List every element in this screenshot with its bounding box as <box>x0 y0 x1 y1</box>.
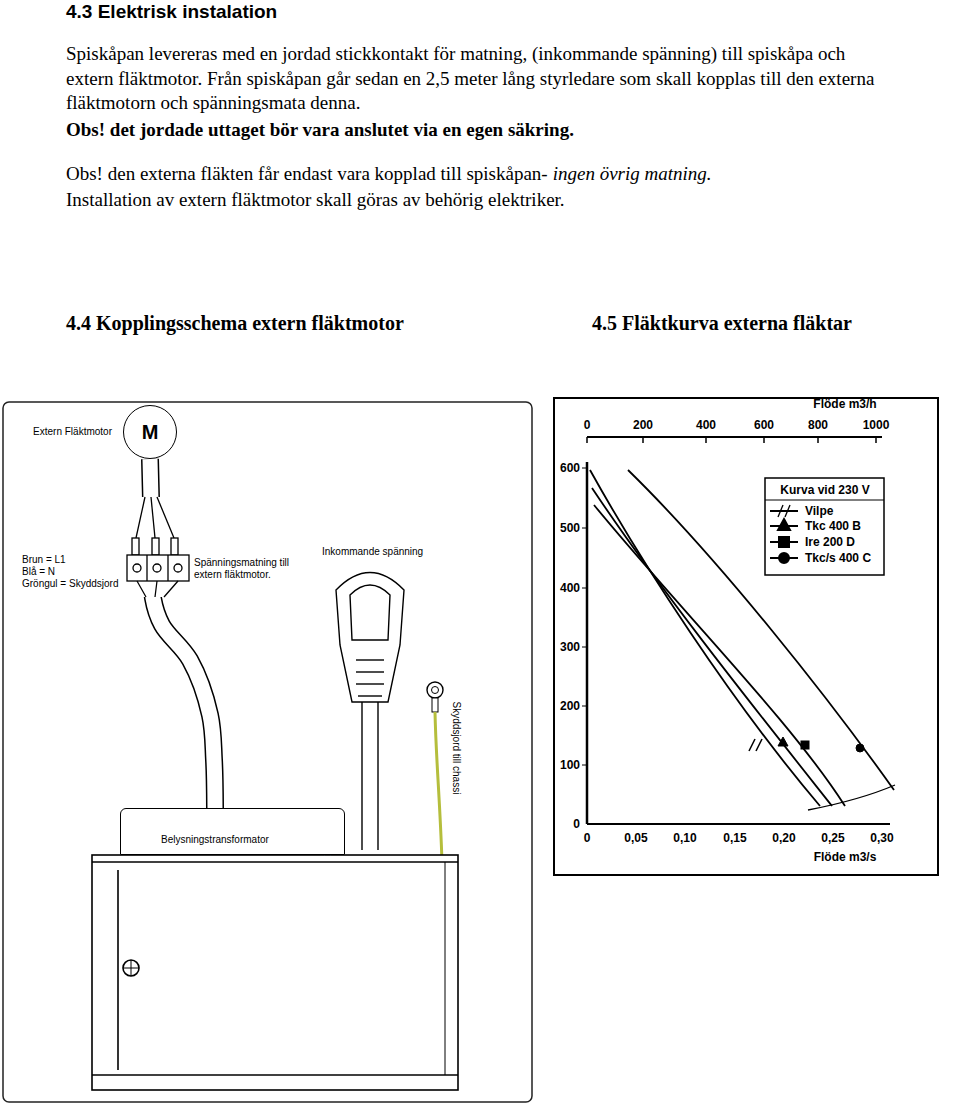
axis-label: 300 <box>560 640 580 654</box>
diagram-label: Brun = L1 <box>22 554 66 566</box>
axis-label: 400 <box>696 418 716 432</box>
panel-frame <box>3 402 532 1102</box>
transformer-box: Belysningstransformator <box>120 808 345 855</box>
axis-label: 1000 <box>863 418 890 432</box>
fan-curves <box>590 470 895 810</box>
body-text: ingen övrig matning. <box>553 162 712 187</box>
body-text: Obs! den externa fläkten får endast vara… <box>66 162 548 187</box>
diagram-label: Spänningsmatning till extern fläktmotor. <box>194 557 299 581</box>
axis-label: 200 <box>560 699 580 713</box>
legend-entry: Tkc/s 400 C <box>805 551 871 565</box>
axis-label: 800 <box>808 418 828 432</box>
axis-label: 0,30 <box>870 831 893 845</box>
terminal-block <box>127 555 189 581</box>
chart-frame <box>554 398 938 875</box>
legend-entry: Tkc 400 B <box>805 519 861 533</box>
axis-label: 0,05 <box>624 831 647 845</box>
motor-circle: Extern FläktmotorM <box>123 405 177 459</box>
body-text: Obs! det jordade uttaget bör vara anslut… <box>66 118 574 143</box>
ground-wire <box>427 682 443 862</box>
section-heading: 4.4 Kopplingsschema extern fläktmotor <box>66 312 404 335</box>
motor-symbol: M <box>142 421 159 444</box>
diagram-label: Skyddsjord till chassi <box>451 702 462 795</box>
part-label: Belysningstransformator <box>161 834 269 845</box>
axis-label: 600 <box>754 418 774 432</box>
axis-label: 100 <box>560 758 580 772</box>
diagram-label: Blå = N <box>22 566 55 578</box>
body-text: Spiskåpan levereras med en jordad stickk… <box>66 42 886 116</box>
section-heading: 4.3 Elektrisk instalation <box>66 1 277 23</box>
axis-label: 0,25 <box>821 831 844 845</box>
axis-label: 0,10 <box>673 831 696 845</box>
axis-label: 0,20 <box>772 831 795 845</box>
axis-label: 400 <box>560 581 580 595</box>
curve-markers <box>749 737 864 752</box>
axis-label: 0 <box>584 831 591 845</box>
supply-wires <box>137 581 178 597</box>
axis-label: 600 <box>560 461 580 475</box>
diagram-label: Gröngul = Skyddsjord <box>22 578 118 590</box>
axis-label: 0,15 <box>723 831 746 845</box>
motor-wires <box>132 497 178 555</box>
body-text: Installation av extern fläktmotor skall … <box>66 188 565 213</box>
diagram-label: Inkommande spänning <box>322 546 423 558</box>
axis-label: 200 <box>633 418 653 432</box>
legend-entry: Vilpe <box>805 504 833 518</box>
legend-box <box>765 478 884 575</box>
section-heading: 4.5 Fläktkurva externa fläktar <box>592 312 852 335</box>
plug <box>336 573 404 851</box>
axis-label: 0 <box>584 418 591 432</box>
axis-label: Kurva vid 230 V <box>780 483 869 497</box>
chart-axes <box>582 437 890 824</box>
hood-body <box>92 855 458 1090</box>
axis-label: Flöde m3/h <box>813 397 876 411</box>
axis-label: 0 <box>573 817 580 831</box>
axis-label: Flöde m3/s <box>814 850 877 864</box>
axis-label: 500 <box>560 521 580 535</box>
part-label: Extern Fläktmotor <box>33 426 112 437</box>
legend-entry: Ire 200 D <box>805 535 855 549</box>
